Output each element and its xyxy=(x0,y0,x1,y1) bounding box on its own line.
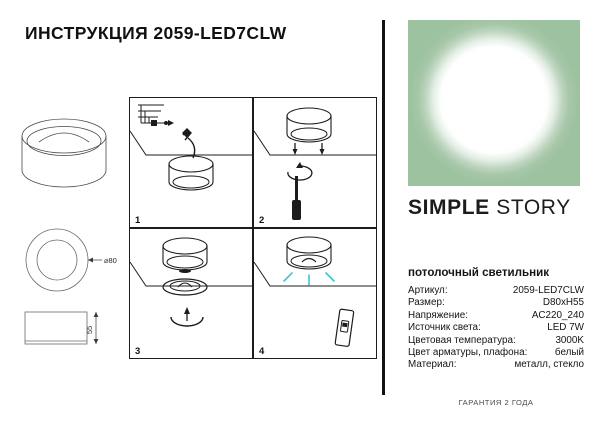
step-number-3: 3 xyxy=(135,345,141,357)
spec-label: Напряжение: xyxy=(408,309,469,321)
page-title: ИНСТРУКЦИЯ 2059-LED7CLW xyxy=(25,23,287,43)
spec-label: Цветовая температура: xyxy=(408,334,516,346)
logo-bold-word: SIMPLE xyxy=(408,196,490,219)
step-panel-2: 2 xyxy=(253,97,377,228)
spec-row: Напряжение: AC220_240 xyxy=(408,310,584,322)
spec-label: Материал: xyxy=(408,359,457,371)
brand-logo: SIMPLE STORY xyxy=(408,196,584,220)
warranty-text: ГАРАНТИЯ 2 ГОДА xyxy=(458,398,534,407)
spec-label: Цвет арматуры, плафона: xyxy=(408,347,528,359)
step-number-4: 4 xyxy=(259,345,265,357)
step-panel-4: 4 xyxy=(253,228,377,359)
step-number-1: 1 xyxy=(135,214,141,226)
spec-row: Материал: металл, стекло xyxy=(408,359,584,371)
brand-image-panel xyxy=(408,20,580,186)
spec-value: D80xH55 xyxy=(542,297,584,309)
spec-label: Артикул: xyxy=(408,285,448,296)
spec-row: Артикул: 2059-LED7CLW xyxy=(408,285,584,297)
specifications-table: Артикул: 2059-LED7CLW Размер: D80xH55 На… xyxy=(408,285,584,372)
vertical-divider xyxy=(382,20,385,395)
spec-value: 3000K xyxy=(555,334,584,346)
logo-regular-word: STORY xyxy=(496,196,571,219)
lamp-glow-graphic xyxy=(408,20,580,186)
product-subtitle: потолочный светильник xyxy=(408,266,550,279)
top-view-drawing: ⌀80 xyxy=(12,222,132,300)
spec-value: металл, стекло xyxy=(514,359,584,371)
instruction-steps-grid: 1 2 xyxy=(129,97,378,360)
spec-row: Цвет арматуры, плафона: белый xyxy=(408,347,584,359)
light-ray-icon xyxy=(283,272,335,286)
spec-row: Цветовая температура: 3000K xyxy=(408,335,584,347)
spec-row: Размер: D80xH55 xyxy=(408,297,584,309)
isometric-lamp-drawing xyxy=(12,108,117,200)
height-label: 55 xyxy=(85,326,94,334)
side-view-drawing: 55 xyxy=(12,298,137,366)
spec-label: Размер: xyxy=(408,297,445,309)
spec-label: Источник света: xyxy=(408,322,481,334)
step-number-2: 2 xyxy=(259,214,265,226)
step-panel-1: 1 xyxy=(129,97,253,228)
spec-value: 2059-LED7CLW xyxy=(512,285,584,296)
spec-value: LED 7W xyxy=(547,322,584,334)
diameter-label: ⌀80 xyxy=(104,256,117,265)
spec-row: Источник света: LED 7W xyxy=(408,322,584,334)
spec-value: белый xyxy=(554,347,584,359)
step-panel-3: 3 xyxy=(129,228,253,359)
spec-value: AC220_240 xyxy=(531,309,584,321)
